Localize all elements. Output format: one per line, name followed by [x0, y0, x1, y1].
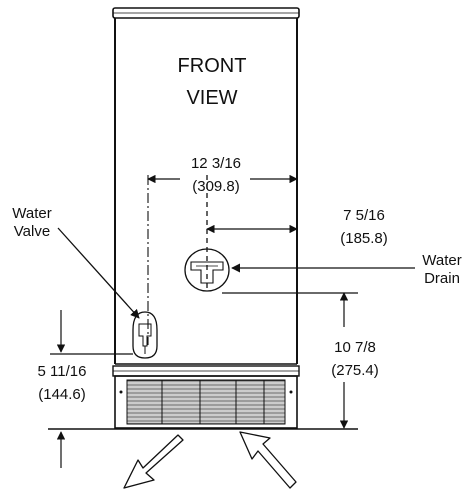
dim-drain-to-right-metric: (185.8) [340, 230, 388, 247]
air-exhaust-arrow [123, 434, 184, 489]
water-valve-fitting [132, 311, 158, 359]
water-valve-label-line-2: Valve [14, 223, 50, 240]
dim-valve-to-drain-imperial: 12 3/16 [191, 155, 241, 172]
title-line-1: FRONT [178, 55, 247, 77]
dim-drain-height-imperial: 10 7/8 [334, 339, 376, 356]
base-grill [112, 365, 300, 429]
water-drain-fitting [184, 248, 230, 292]
water-valve-label-line-1: Water [12, 205, 51, 222]
dimension-valve-to-drain: 12 3/16 (309.8) [147, 155, 298, 195]
dimension-drain-to-right: 7 5/16 (185.8) [206, 207, 388, 247]
water-valve-leader [57, 227, 140, 319]
dim-valve-height-imperial: 5 11/16 [38, 363, 87, 380]
cabinet-body [112, 7, 300, 365]
dim-valve-to-drain-metric: (309.8) [192, 178, 240, 195]
dim-drain-height-metric: (275.4) [331, 362, 379, 379]
water-drain-label-line-2: Drain [424, 270, 460, 287]
water-drain-label-line-1: Water [422, 252, 461, 269]
dimension-valve-height: 5 11/16 (144.6) [38, 310, 133, 468]
dim-drain-to-right-imperial: 7 5/16 [343, 207, 385, 224]
title-line-2: VIEW [186, 87, 237, 109]
dimension-drain-height: 10 7/8 (275.4) [222, 292, 379, 429]
dim-valve-height-metric: (144.6) [38, 386, 86, 403]
air-intake-arrow [239, 431, 297, 489]
